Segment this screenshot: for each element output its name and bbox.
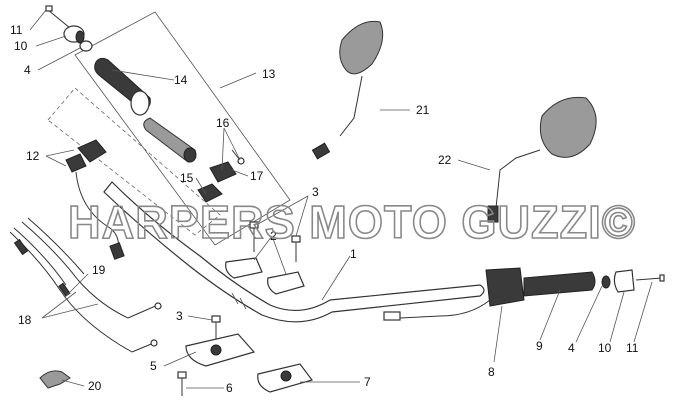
watermark-text: HARPERS MOTO GUZZI© [68,196,636,248]
throttle-grip-assembly-frame [74,11,291,246]
callout-7: 7 [364,375,371,389]
handlebar-clamps-upper [225,221,305,295]
callout-labels: 11 10 4 14 13 12 16 15 17 3 21 22 2 1 19… [10,23,639,395]
left-switch-with-wiring [65,139,125,260]
right-mirror [487,96,597,223]
handlebar [103,181,485,323]
throttle-housing-parts [197,149,245,203]
callout-3: 3 [312,185,319,199]
callout-17: 17 [250,169,264,183]
callout-10-right: 10 [598,341,612,355]
callout-11-right: 11 [626,341,639,355]
right-controls [383,267,665,321]
leader-lines [29,9,653,389]
left-mirror [311,20,384,160]
switch-group-dashed-frame [47,87,221,236]
callout-3-lower: 3 [176,309,183,323]
cable-clip [39,370,71,389]
callout-9: 9 [536,339,543,353]
callout-5: 5 [150,359,157,373]
handlebar-clamps-lower [177,315,314,396]
callout-16: 16 [216,116,230,130]
callout-14: 14 [174,73,188,87]
callout-15: 15 [180,171,194,185]
callout-12: 12 [26,149,40,163]
left-grip [94,57,197,163]
callout-10: 10 [14,39,28,53]
callout-2: 2 [270,229,277,243]
callout-18: 18 [18,313,32,327]
callout-13: 13 [262,67,276,81]
callout-4-right: 4 [568,341,575,355]
callout-11: 11 [10,23,23,37]
callout-19: 19 [92,263,106,277]
callout-20: 20 [88,379,102,393]
callout-8: 8 [488,365,495,379]
callout-21: 21 [416,103,430,117]
callout-1: 1 [350,247,357,261]
callout-6: 6 [226,381,233,395]
callout-22: 22 [438,153,452,167]
callout-4: 4 [24,63,31,77]
left-bar-end-weight [45,5,93,52]
